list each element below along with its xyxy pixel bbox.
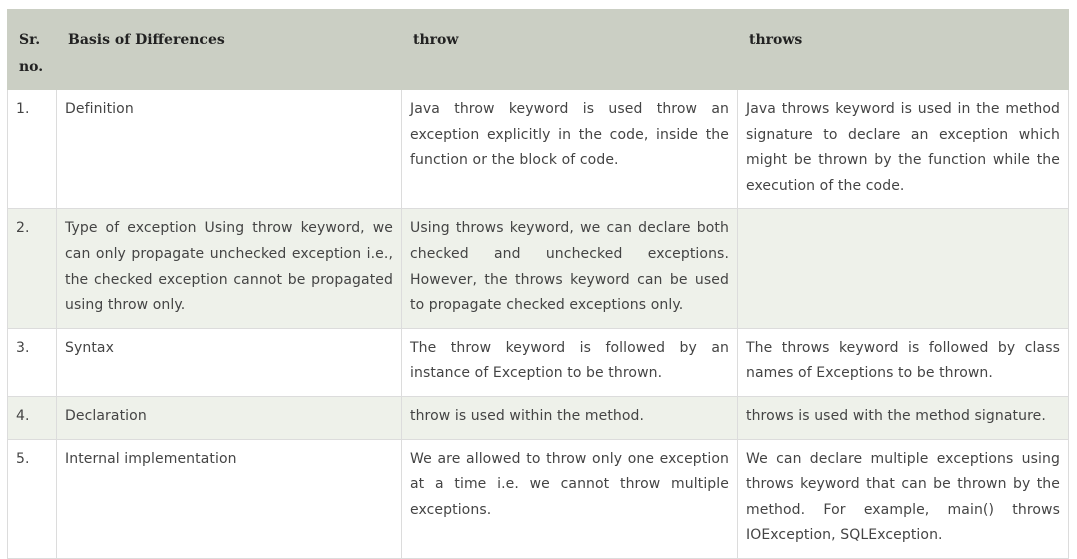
cell-sr: 1.: [7, 88, 57, 210]
table-row: 3. Syntax The throw keyword is followed …: [7, 327, 1069, 397]
cell-throw: We are allowed to throw only one excepti…: [401, 438, 738, 559]
cell-basis: Type of exception Using throw keyword, w…: [56, 208, 402, 329]
comparison-table: Sr. no. Basis of Differences throw throw…: [7, 9, 1069, 559]
cell-throw: throw is used within the method.: [401, 395, 738, 440]
cell-throw: The throw keyword is followed by an inst…: [401, 327, 738, 397]
cell-sr: 5.: [7, 438, 57, 559]
cell-sr: 2.: [7, 208, 57, 329]
cell-sr: 4.: [7, 395, 57, 440]
cell-basis: Syntax: [56, 327, 402, 397]
cell-basis: Declaration: [56, 395, 402, 440]
cell-sr: 3.: [7, 327, 57, 397]
header-throws: throws: [737, 9, 1069, 90]
cell-throws: The throws keyword is followed by class …: [737, 327, 1069, 397]
table-row: 5. Internal implementation We are allowe…: [7, 438, 1069, 559]
header-row: Sr. no. Basis of Differences throw throw…: [7, 9, 1069, 90]
cell-throw: Using throws keyword, we can declare bot…: [401, 208, 738, 329]
cell-throws: Java throws keyword is used in the metho…: [737, 88, 1069, 210]
cell-throws: [737, 208, 1069, 329]
cell-throw: Java throw keyword is used throw an exce…: [401, 88, 738, 210]
cell-basis: Internal implementation: [56, 438, 402, 559]
header-sr-no: Sr. no.: [7, 9, 57, 90]
table-row: 2. Type of exception Using throw keyword…: [7, 208, 1069, 329]
header-basis-of-differences: Basis of Differences: [56, 9, 402, 90]
cell-throws: throws is used with the method signature…: [737, 395, 1069, 440]
table-row: 4. Declaration throw is used within the …: [7, 395, 1069, 440]
table-row: 1. Definition Java throw keyword is used…: [7, 88, 1069, 210]
cell-throws: We can declare multiple exceptions using…: [737, 438, 1069, 559]
header-throw: throw: [401, 9, 738, 90]
cell-basis: Definition: [56, 88, 402, 210]
